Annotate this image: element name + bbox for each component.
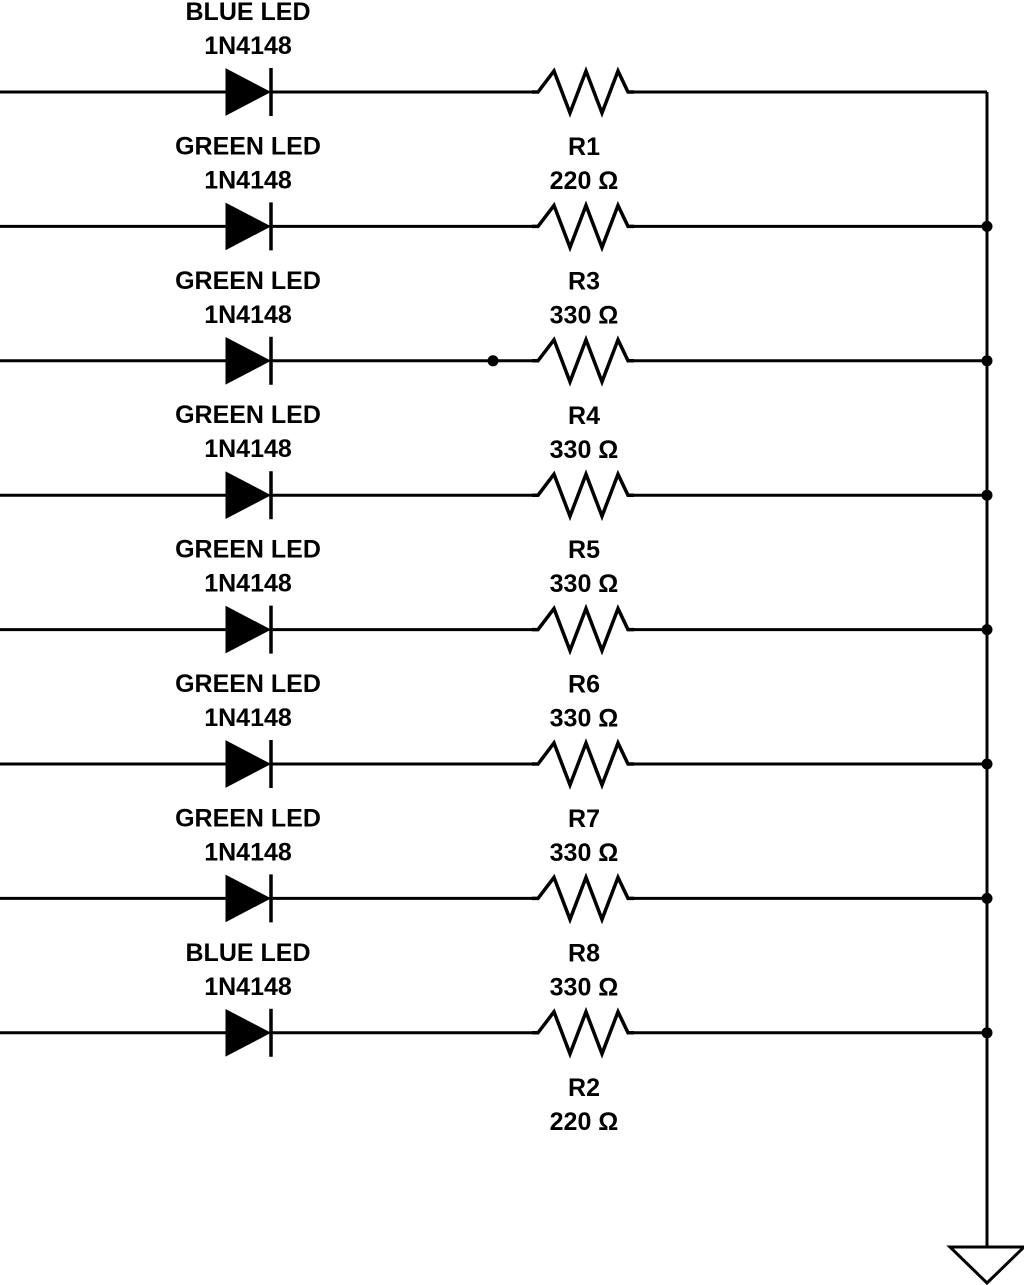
resistor-value-label: 330 Ω: [550, 705, 619, 733]
resistor-name-label: R1: [568, 133, 600, 161]
led-part-label: 1N4148: [204, 32, 292, 60]
led-part-label: 1N4148: [204, 435, 292, 463]
resistor-value-label: 220 Ω: [550, 1108, 619, 1136]
resistor-name-label: R7: [568, 805, 600, 833]
resistor-symbol: [532, 738, 634, 790]
resistor-name-label: R5: [568, 536, 600, 564]
diode-symbol: [225, 471, 272, 520]
led-type-label: GREEN LED: [175, 132, 321, 160]
led-type-label: GREEN LED: [175, 401, 321, 429]
resistor-symbol: [532, 469, 634, 522]
resistor-value-label: 330 Ω: [550, 570, 619, 598]
led-type-label: GREEN LED: [175, 267, 321, 295]
diode-symbol: [225, 336, 272, 385]
led-part-label: 1N4148: [204, 838, 292, 866]
resistor-symbol: [532, 66, 634, 118]
resistor-symbol: [532, 334, 634, 387]
resistor-name-label: R2: [568, 1074, 600, 1102]
resistor-value-label: 220 Ω: [550, 167, 619, 195]
resistor-name-label: R8: [568, 939, 600, 967]
led-part-label: 1N4148: [204, 973, 292, 1001]
diode-symbol: [225, 740, 272, 788]
junction-dot: [487, 355, 499, 367]
resistor-value-label: 330 Ω: [550, 839, 619, 867]
diode-symbol: [225, 68, 272, 116]
led-type-label: BLUE LED: [186, 0, 311, 26]
resistor-name-label: R4: [568, 402, 600, 430]
diode-symbol: [225, 202, 272, 251]
diode-symbol: [225, 605, 272, 654]
diode-symbol: [225, 874, 272, 923]
resistor-symbol: [532, 872, 634, 925]
resistor-symbol: [532, 603, 634, 656]
resistor-value-label: 330 Ω: [550, 973, 619, 1001]
resistor-value-label: 330 Ω: [550, 301, 619, 329]
ground-symbol: [946, 1245, 1024, 1285]
resistor-symbol: [532, 1006, 634, 1059]
diode-symbol: [225, 1008, 272, 1057]
resistor-symbol: [532, 200, 634, 253]
resistor-value-label: 330 Ω: [550, 436, 619, 464]
led-part-label: 1N4148: [204, 704, 292, 732]
led-type-label: GREEN LED: [175, 670, 321, 698]
resistor-name-label: R6: [568, 671, 600, 699]
led-type-label: GREEN LED: [175, 536, 321, 564]
led-type-label: BLUE LED: [186, 939, 311, 967]
resistor-name-label: R3: [568, 267, 600, 295]
ground-bus: [946, 92, 1024, 1285]
led-type-label: GREEN LED: [175, 804, 321, 832]
led-part-label: 1N4148: [204, 301, 292, 329]
led-part-label: 1N4148: [204, 570, 292, 598]
led-part-label: 1N4148: [204, 166, 292, 194]
